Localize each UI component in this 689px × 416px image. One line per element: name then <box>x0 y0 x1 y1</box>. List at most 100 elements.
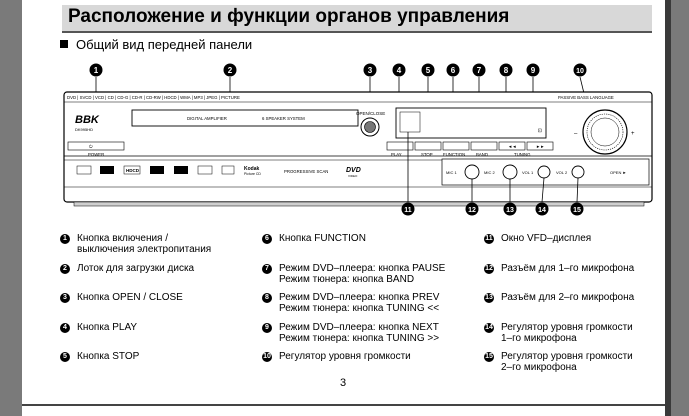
mic1-jack[interactable]: MIC 1 <box>446 164 480 180</box>
subtitle-text: Общий вид передней панели <box>76 37 253 52</box>
svg-text:–: – <box>574 131 578 137</box>
tuning-next-icon: ►► <box>536 144 545 149</box>
legend-text: Лоток для загрузки диска <box>77 263 195 274</box>
device-body <box>63 91 653 203</box>
callout-8: 8 <box>499 63 513 77</box>
callout-3: 3 <box>363 63 377 77</box>
legend-number: 12 <box>484 264 494 274</box>
legend-number: 1 <box>60 234 70 244</box>
legend-text: Разъём для 2–го микрофона <box>501 292 635 303</box>
callout-8-label: 8 <box>504 66 509 75</box>
front-panel-diagram: 1 2 3 4 5 6 7 8 9 10 <box>63 63 653 216</box>
callout-12-label: 12 <box>468 207 476 214</box>
open-label: OPEN ► <box>610 170 626 175</box>
play-button[interactable] <box>386 141 414 151</box>
callout-4-label: 4 <box>397 66 402 75</box>
passive-bass-label: PASSIVE BASS LANGUAGE <box>558 95 614 100</box>
callout-15: 15 <box>570 202 584 216</box>
legend-number: 7 <box>262 264 272 274</box>
model-text: DK995HD <box>75 127 93 132</box>
kodak-logo: Kodak <box>244 166 260 172</box>
legend-text: Кнопка STOP <box>77 351 140 362</box>
progressive-scan-label: PROGRESSIVE SCAN <box>284 169 328 174</box>
callout-12: 12 <box>465 202 479 216</box>
tray-label-1: DIGITAL AMPLIFIER <box>187 116 227 121</box>
legend-number: 4 <box>60 323 70 333</box>
legend-text: Режим тюнера: кнопка TUNING >> <box>279 333 440 344</box>
open-close-button[interactable]: OPEN/CLOSE <box>356 111 385 137</box>
legend-number: 13 <box>484 293 494 303</box>
callout-2-label: 2 <box>228 66 233 75</box>
tray-label-2: 6 SPEAKER SYSTEM <box>262 116 305 121</box>
legend-text: Кнопка PLAY <box>77 322 138 333</box>
page-number: 3 <box>340 377 347 389</box>
mic2-label: MIC 2 <box>484 170 495 175</box>
svg-text:⏻: ⏻ <box>89 144 93 149</box>
title-bar: Расположение и функции органов управлени… <box>62 5 652 33</box>
tuning-next-button[interactable] <box>526 141 554 151</box>
callout-3-label: 3 <box>368 66 373 75</box>
legend-number: 14 <box>484 323 494 333</box>
vfd-display <box>395 107 547 139</box>
callout-1-label: 1 <box>94 66 99 75</box>
mic2-jack[interactable]: MIC 2 <box>484 164 518 180</box>
hdcd-logo: HDCD <box>126 168 140 173</box>
vol1-label: VOL 1 <box>522 170 534 175</box>
legend-text: Регулятор уровня громкости <box>501 351 633 362</box>
section-subtitle: Общий вид передней панели <box>60 37 252 52</box>
callout-6: 6 <box>446 63 460 77</box>
legend-text: Кнопка включения / <box>77 233 169 244</box>
mic1-label: MIC 1 <box>446 170 457 175</box>
page-shadow <box>665 0 671 416</box>
legend-text: 2–го микрофона <box>501 362 577 373</box>
format-logos: HDCD Kodak Picture CD PROGRESSIVE SCAN D… <box>76 165 361 178</box>
legend-text: Кнопка OPEN / CLOSE <box>77 292 183 303</box>
callout-13-label: 13 <box>506 207 514 214</box>
leader-lines-bottom <box>407 132 579 203</box>
legend-number: 8 <box>262 293 272 303</box>
dvd-logo: DVD <box>346 167 361 174</box>
power-button[interactable] <box>67 141 125 151</box>
function-label: FUNCTION <box>443 152 465 157</box>
dvd-video-label: VIDEO <box>348 174 358 178</box>
tuning-prev-button[interactable] <box>498 141 526 151</box>
bottom-rule <box>22 404 665 406</box>
callout-2: 2 <box>223 63 237 77</box>
legend-text: Окно VFD–дисплея <box>501 233 592 244</box>
callout-row: 1 2 3 4 5 6 7 8 9 10 <box>89 63 587 77</box>
page-title: Расположение и функции органов управлени… <box>68 6 510 27</box>
legend-text: Режим тюнера: кнопка TUNING << <box>279 303 440 314</box>
callout-5: 5 <box>421 63 435 77</box>
legend-text: Режим DVD–плеера: кнопка PREV <box>279 292 440 303</box>
play-label: PLAY <box>391 152 402 157</box>
callout-13: 13 <box>503 202 517 216</box>
band-label: BAND <box>476 152 488 157</box>
format-strip: DVD | SVCD | VCD | CD | CD-G | CD-R | CD… <box>67 95 240 100</box>
legend-text: Разъём для 1–го микрофона <box>501 263 635 274</box>
legend-text: Режим DVD–плеера: кнопка PAUSE <box>279 263 446 274</box>
callout-7-label: 7 <box>477 66 482 75</box>
callout-7: 7 <box>472 63 486 77</box>
legend-text: Режим DVD–плеера: кнопка NEXT <box>279 322 439 333</box>
callout-10-label: 10 <box>576 68 584 75</box>
legend-number: 2 <box>60 264 70 274</box>
volume-knob[interactable]: – + <box>574 109 635 155</box>
stop-button[interactable] <box>414 141 442 151</box>
band-button[interactable] <box>470 141 498 151</box>
legend-text: 1–го микрофона <box>501 333 577 344</box>
button-strip: ⏻ POWER PLAY STOP FUNCTION BAND ◄◄ ►► TU… <box>67 141 554 157</box>
callout-9-label: 9 <box>531 66 536 75</box>
tuning-prev-icon: ◄◄ <box>508 144 517 149</box>
svg-text:⊡: ⊡ <box>538 128 542 134</box>
function-button[interactable] <box>442 141 470 151</box>
disc-tray[interactable] <box>131 109 359 127</box>
callout-14-label: 14 <box>538 207 546 214</box>
callout-4: 4 <box>392 63 406 77</box>
legend-number: 9 <box>262 323 272 333</box>
legend-number: 11 <box>484 234 494 244</box>
bullet-square-icon <box>60 40 68 48</box>
vol2-label: VOL 2 <box>556 170 568 175</box>
callout-11: 11 <box>401 202 415 216</box>
legend-number: 10 <box>262 352 272 362</box>
callout-5-label: 5 <box>426 66 431 75</box>
